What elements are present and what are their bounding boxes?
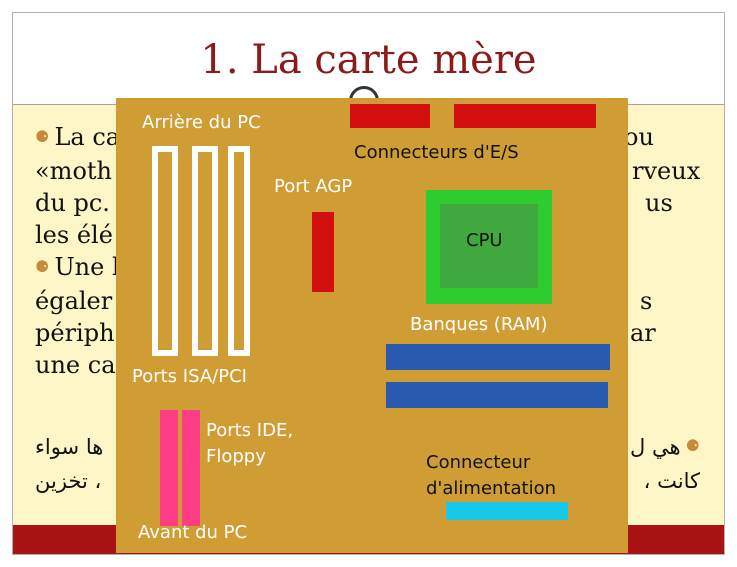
isa-slot-2 (192, 146, 218, 356)
slide-title: 1. La carte mère (200, 37, 537, 83)
bullet-line: les élé (35, 221, 113, 249)
ide-port-2 (182, 410, 200, 526)
isa-slot-1 (152, 146, 178, 356)
bullet-marker-icon: ⚈ (680, 436, 700, 455)
front-label: Avant du PC (138, 522, 248, 543)
motherboard-diagram: Arrière du PC Connecteurs d'E/S Port AGP… (116, 98, 628, 553)
io-connector-3 (484, 104, 512, 128)
ide-label-1: Ports IDE, (206, 420, 294, 441)
arabic-line: كانت ،، تخزين (35, 469, 700, 493)
cpu-socket: CPU (426, 190, 552, 304)
power-label-2: d'alimentation (426, 478, 556, 499)
bullet-line: ⚈ Une l (35, 253, 120, 281)
bullet-line: une ca (35, 351, 116, 379)
ram-bank-1 (386, 344, 610, 370)
bullet-marker-icon: ⚈ (35, 257, 55, 276)
io-connector-4 (538, 104, 596, 128)
cpu-chip (440, 204, 538, 288)
ide-port-1 (160, 410, 178, 526)
bullet-marker-icon: ⚈ (35, 127, 55, 146)
agp-label: Port AGP (274, 176, 353, 197)
ide-label-2: Floppy (206, 446, 266, 467)
ram-bank-2 (386, 382, 608, 408)
agp-port (312, 212, 334, 292)
power-connector (446, 502, 568, 520)
rear-label: Arrière du PC (142, 112, 261, 133)
power-label-1: Connecteur (426, 452, 531, 473)
ram-label: Banques (RAM) (410, 314, 548, 335)
io-connector-1 (350, 104, 430, 128)
isa-slot-3 (228, 146, 250, 356)
isa-label: Ports ISA/PCI (132, 366, 247, 387)
cpu-label: CPU (466, 230, 503, 251)
bullet-line: du pc.us (35, 189, 673, 217)
io-label: Connecteurs d'E/S (354, 142, 519, 163)
